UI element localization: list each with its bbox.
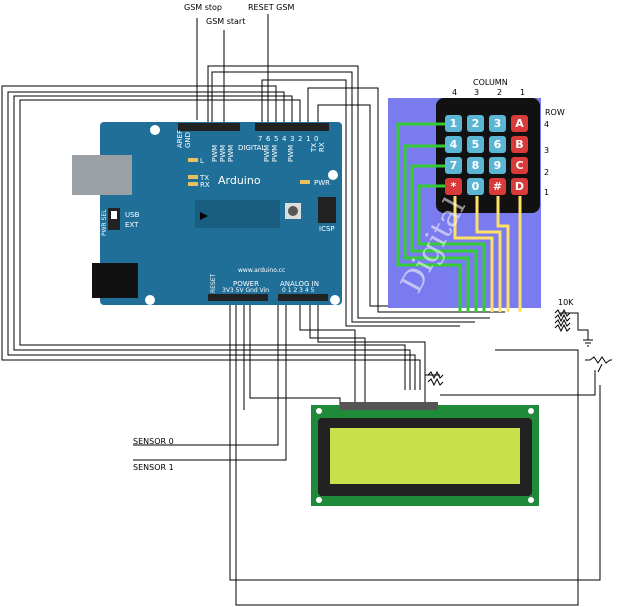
lcd-resistor [427,370,444,387]
keypad-key-8 [467,157,484,174]
keypad-key-3 [489,115,506,132]
keypad-key-label: * [451,180,457,193]
keypad-key-label: 3 [494,117,502,130]
pwm-label-1: PWM [211,145,219,162]
pwm-label-6: PWM [287,145,295,162]
row-num-1: 1 [544,188,549,197]
svg-text:0: 0 [314,135,318,143]
l-label: L [200,157,204,165]
reset-gsm-label: RESET GSM [248,3,294,12]
svg-text:2: 2 [298,135,302,143]
keypad-key-label: 9 [494,159,502,172]
potentiometer [585,356,612,373]
row-label: ROW [545,108,565,117]
column-num-2: 2 [497,88,502,97]
tx-pin-label: TX [310,143,318,153]
row-num-4: 4 [544,120,549,129]
column-label: COLUMN [473,78,508,87]
keypad-key-label: 1 [450,117,458,130]
pwm-label-3: PWM [227,145,235,162]
arduino-board [72,122,342,305]
ext-label: EXT [125,221,139,229]
keypad-key-7 [445,157,462,174]
keypad-key-label: C [515,159,523,172]
svg-text:5: 5 [274,135,278,143]
keypad-key-1 [445,115,462,132]
svg-text:4: 4 [282,135,287,143]
gsm-stop-label: GSM stop [184,3,222,12]
power-pins-label: 3V3 5V Gnd Vin [222,287,269,294]
keypad-key-5 [467,136,484,153]
arduino-labels: Arduino www.arduino.cc DIGITAL L TX RX P… [101,130,335,294]
keypad-key-label: 7 [450,159,458,172]
diagram-labels: GSM stop GSM start RESET GSM COLUMN ROW … [133,3,574,472]
svg-text:3: 3 [290,135,294,143]
tx-label: TX [199,174,209,182]
keypad-key-label: 6 [494,138,502,151]
keypad-key-B [511,136,528,153]
svg-text:1: 1 [306,135,310,143]
keypad-key-4 [445,136,462,153]
row-num-2: 2 [544,168,549,177]
pwm-label-4: PWM [263,145,271,162]
row-num-3: 3 [544,146,549,155]
sensor-1-label: SENSOR 1 [133,463,174,472]
digital-label: DIGITAL [238,144,265,152]
usb-label: USB [125,211,140,219]
gnd-label: GND [184,132,192,148]
column-num-4: 4 [452,88,457,97]
keypad-wires [396,122,522,312]
keypad-key-label: D [515,180,524,193]
reset-label: RESET [210,273,217,293]
keypad-key-label: A [515,117,524,130]
power-label: POWER [233,280,259,288]
keypad-key-C [511,157,528,174]
sensor-0-label: SENSOR 0 [133,437,174,446]
rx-pin-label: RX [318,142,326,152]
digital-pin-numbers: 7 6 5 4 3 2 1 0 [258,135,318,143]
rx-label: RX [200,181,210,189]
keypad-key-label: 4 [450,138,458,151]
keypad-key-D [511,178,528,195]
svg-text:7: 7 [258,135,262,143]
aref-label: AREF [176,130,184,148]
keypad-key-0 [467,178,484,195]
keypad-key-label: 5 [472,138,480,151]
lcd-module [311,402,539,506]
column-num-1: 1 [520,88,525,97]
keypad-key-star [445,178,462,195]
svg-text:6: 6 [266,135,271,143]
gsm-start-label: GSM start [206,17,245,26]
keypad-key-A [511,115,528,132]
keypad-key-9 [489,157,506,174]
keypad-key-label: 8 [472,159,480,172]
keypad-key-label: 0 [472,180,480,193]
analog-in-label: ANALOG IN [280,280,319,288]
pull-resistors [554,308,571,333]
keypad-key-label: # [493,180,502,193]
pwm-label-2: PWM [219,145,227,162]
resistor-label: 10K [558,298,574,307]
keypad-key-6 [489,136,506,153]
keypad-key-2 [467,115,484,132]
keypad-key-hash [489,178,506,195]
keypad-key-label: 2 [472,117,480,130]
arduino-url: www.arduino.cc [238,267,285,274]
column-num-3: 3 [474,88,479,97]
arduino-name: Arduino [218,174,261,187]
pwm-label-5: PWM [271,145,279,162]
pwr-label: PWR [314,179,330,187]
analog-pins-label: 0 1 2 3 4 5 [282,287,315,294]
icsp-label: ICSP [319,225,335,233]
pwr-sel-label: PWR SEL [101,209,108,236]
wiring [1,14,601,606]
keypad-key-label: B [515,138,523,151]
